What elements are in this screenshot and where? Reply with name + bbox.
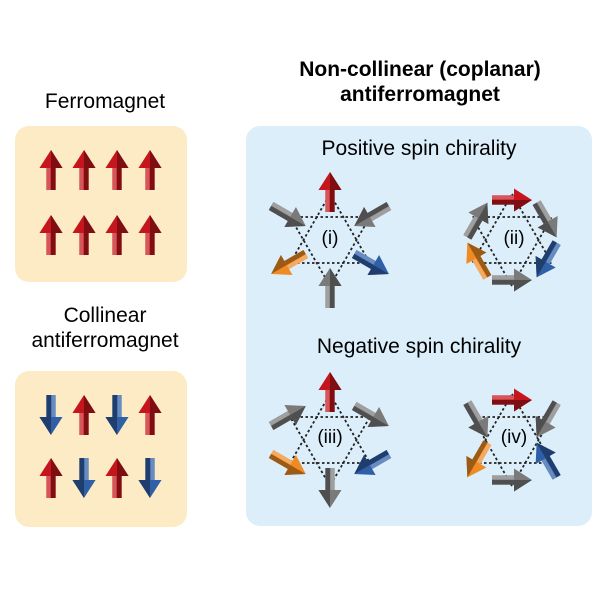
spin-arrow-gray	[463, 400, 489, 438]
collinear-afm-title: Collinear antiferromagnet	[5, 304, 205, 354]
positive-chirality-label: Positive spin chirality	[321, 137, 517, 160]
spin-arrow-red	[318, 372, 342, 412]
spin-down-arrow	[72, 458, 96, 498]
structure-iii	[268, 372, 392, 508]
spin-down-arrow	[138, 458, 162, 498]
spin-up-arrow	[39, 458, 63, 498]
spin-arrow-blue	[354, 449, 392, 476]
spin-arrow-gray	[351, 401, 389, 428]
spin-arrow-gray	[318, 268, 342, 308]
ferromagnet-panel	[15, 126, 187, 282]
spin-up-arrow	[105, 458, 129, 498]
noncollinear-afm-title-line1: Non-collinear (coplanar)	[299, 58, 541, 81]
spin-up-arrow	[72, 395, 96, 435]
spin-arrow-blue	[535, 240, 561, 278]
spin-arrow-blue	[351, 249, 389, 276]
collinear-afm-spin-grid	[39, 395, 162, 498]
spin-up-arrow	[39, 215, 63, 255]
structure-label-iv: (iv)	[500, 427, 528, 448]
ferromagnet-spin-grid	[39, 150, 162, 255]
structure-i	[268, 172, 392, 308]
negative-chirality-label: Negative spin chirality	[316, 335, 522, 358]
spin-down-arrow	[105, 395, 129, 435]
spin-arrow-gray	[268, 404, 306, 431]
spin-arrow-gray	[492, 468, 532, 492]
spin-arrow-gray	[532, 200, 558, 238]
spin-arrow-gray	[354, 201, 392, 228]
spin-up-arrow	[39, 150, 63, 190]
spin-arrow-blue	[535, 442, 561, 480]
spin-arrow-orange	[271, 249, 309, 276]
spin-arrow-orange	[466, 242, 492, 280]
structure-iv	[463, 388, 561, 492]
spin-up-arrow	[72, 215, 96, 255]
noncollinear-afm-panel	[246, 126, 592, 526]
spin-arrow-gray	[318, 468, 342, 508]
structure-ii	[463, 188, 561, 292]
spin-up-arrow	[138, 215, 162, 255]
spin-up-arrow	[138, 150, 162, 190]
spin-arrow-red	[492, 188, 532, 212]
spin-arrow-red	[492, 388, 532, 412]
spin-up-arrow	[138, 395, 162, 435]
noncollinear-afm-title: Non-collinear (coplanar) antiferromagnet	[255, 58, 585, 108]
collinear-afm-panel	[15, 371, 187, 527]
collinear-afm-title-line2: antiferromagnet	[31, 328, 179, 352]
structure-label-ii: (ii)	[503, 228, 525, 249]
noncollinear-afm-title-line2: antiferromagnet	[340, 82, 500, 106]
spin-arrow-gray	[268, 201, 306, 228]
spin-arrow-orange	[268, 449, 306, 476]
spin-up-arrow	[105, 150, 129, 190]
ferromagnet-title: Ferromagnet	[44, 90, 166, 113]
spin-arrow-gray	[463, 202, 489, 240]
structure-label-i: (i)	[321, 228, 339, 249]
spin-arrow-orange	[466, 440, 492, 478]
spin-arrow-red	[318, 172, 342, 212]
spin-down-arrow	[39, 395, 63, 435]
spin-up-arrow	[72, 150, 96, 190]
spin-up-arrow	[105, 215, 129, 255]
spin-arrow-gray	[492, 268, 532, 292]
spin-arrow-gray	[535, 400, 561, 438]
structure-label-iii: (iii)	[317, 427, 343, 448]
collinear-afm-title-line1: Collinear	[63, 304, 147, 327]
